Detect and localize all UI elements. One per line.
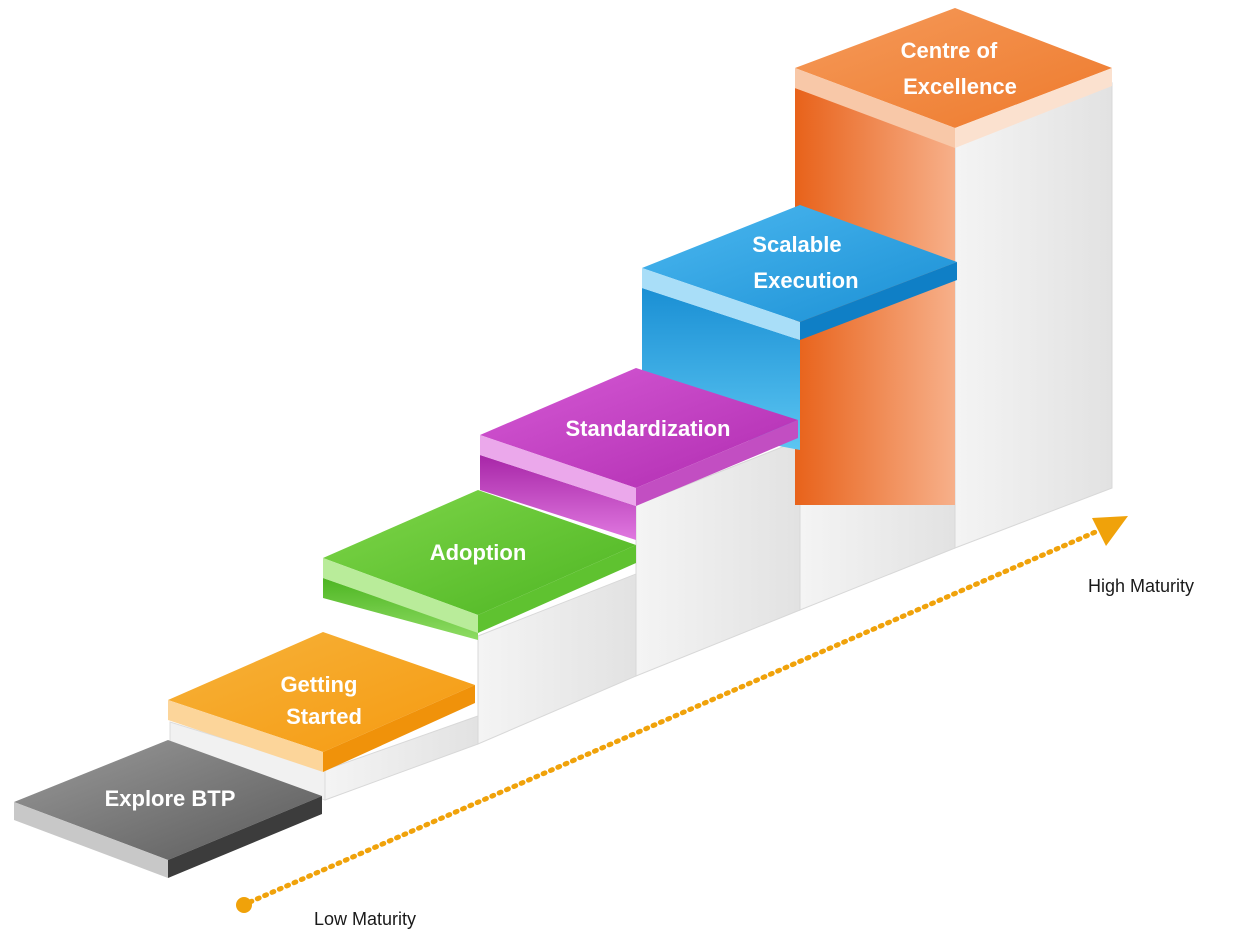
step-1-top xyxy=(14,740,322,860)
step-2-top xyxy=(168,632,475,752)
step-5-rim-right xyxy=(800,262,957,340)
step-3-top xyxy=(323,490,636,615)
maturity-arrow-start-dot xyxy=(236,897,252,913)
step-3-front xyxy=(323,578,478,640)
step-4-front xyxy=(480,455,636,540)
step-3-rim-right xyxy=(478,545,636,633)
low-maturity-label: Low Maturity xyxy=(314,909,416,929)
step-4-label: Standardization xyxy=(565,416,730,441)
step-4-rim-right xyxy=(636,420,798,506)
step-3-rim xyxy=(323,558,478,633)
step-1-rim-right xyxy=(168,796,322,878)
column-6-front-wall xyxy=(954,82,1113,549)
maturity-arrow-line xyxy=(247,527,1103,905)
step-2-rim xyxy=(168,700,323,772)
high-maturity-label: High Maturity xyxy=(1088,576,1194,596)
step-4-top xyxy=(480,368,798,488)
step-5-top xyxy=(642,205,957,322)
column-3-front-wall xyxy=(477,573,637,745)
step-3-label: Adoption xyxy=(430,540,527,565)
step-6-rim-right xyxy=(955,68,1112,148)
step-1-label: Explore BTP xyxy=(105,786,236,811)
step-4-rim xyxy=(480,435,636,506)
step-2-rim-right xyxy=(323,685,475,772)
step-6-rim xyxy=(795,68,955,148)
step-5-rim xyxy=(642,268,800,340)
step-6-top xyxy=(795,8,1112,128)
step-1-rim xyxy=(14,802,168,878)
step-5-label: Scalable Execution xyxy=(752,232,858,293)
step-6-label: Centre of Excellence xyxy=(901,38,1017,99)
maturity-arrowhead xyxy=(1092,516,1128,546)
step-2-label: Getting Started xyxy=(280,672,363,729)
